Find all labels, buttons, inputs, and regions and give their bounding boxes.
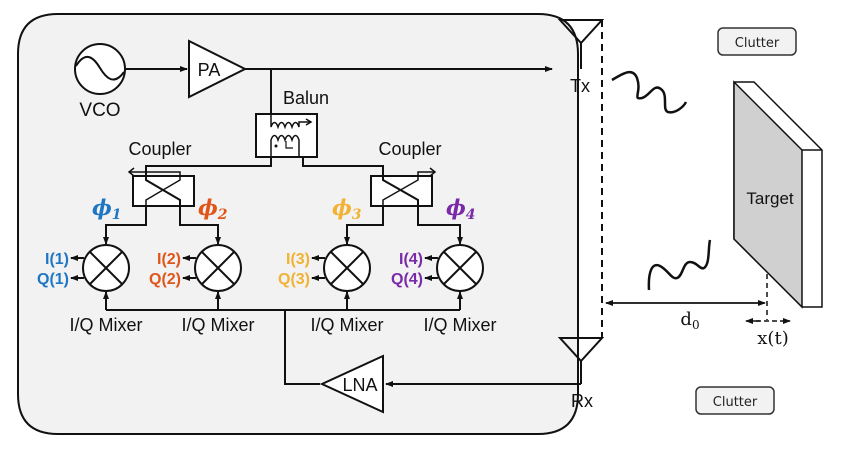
- i-output-label: I(1): [45, 251, 69, 268]
- pa-label: PA: [198, 60, 221, 80]
- chip-boundary: [17, 13, 579, 435]
- q-output-label: Q(1): [37, 271, 69, 288]
- phase-label-2: ϕ2: [198, 195, 228, 223]
- mixer-label-3: I/Q Mixer: [310, 315, 383, 335]
- phase-label-4: ϕ4: [446, 195, 476, 223]
- coupler-right-label: Coupler: [378, 139, 441, 159]
- iq-mixer-1: I(1) Q(1): [37, 244, 130, 292]
- i-output-label: I(4): [399, 251, 423, 268]
- pa-block: PA: [188, 39, 248, 99]
- target-label: Target: [746, 189, 794, 208]
- tx-antenna: Tx: [557, 19, 605, 96]
- clutter-top: Clutter: [717, 27, 797, 56]
- clutter-bottom-label: Clutter: [713, 395, 758, 410]
- rx-label: Rx: [571, 391, 593, 411]
- lna-block: LNA: [319, 354, 384, 414]
- lna-label: LNA: [342, 375, 377, 395]
- pa-amplifier-icon: [188, 39, 248, 99]
- coupler-left: Coupler: [127, 139, 195, 218]
- lna-amplifier-icon: [319, 354, 384, 414]
- tx-wave-icon: [611, 70, 688, 114]
- q-output-label: Q(3): [278, 271, 310, 288]
- i-output-label: I(2): [157, 251, 181, 268]
- balun-block: Balun: [255, 88, 329, 158]
- q-output-label: Q(4): [391, 271, 423, 288]
- balun-icon: [255, 113, 318, 158]
- tx-label: Tx: [570, 76, 590, 96]
- displacement-label: x(t): [757, 328, 788, 349]
- antenna-icon: [557, 337, 605, 363]
- coupler-icon: [370, 175, 433, 207]
- mixer-label-2: I/Q Mixer: [181, 315, 254, 335]
- phase-label-1: ϕ1: [92, 195, 122, 223]
- iq-mixer-2: I(2) Q(2): [149, 244, 242, 292]
- coupler-right: Coupler: [370, 139, 442, 218]
- phase-label-3: ϕ3: [332, 195, 362, 223]
- rx-wave-icon: [647, 239, 712, 291]
- rx-antenna: Rx: [557, 337, 605, 411]
- antenna-icon: [557, 19, 605, 45]
- target-object: Target: [733, 80, 823, 309]
- mixer-label-1: I/Q Mixer: [69, 315, 142, 335]
- clutter-bottom: Clutter: [695, 386, 775, 415]
- clutter-top-label: Clutter: [735, 36, 780, 51]
- vco-block: VCO: [74, 43, 126, 121]
- distance-label: d0: [680, 309, 699, 332]
- vco-label: VCO: [79, 100, 120, 121]
- i-output-label: I(3): [286, 251, 310, 268]
- mixer-label-4: I/Q Mixer: [423, 315, 496, 335]
- q-output-label: Q(2): [149, 271, 181, 288]
- balun-label: Balun: [283, 88, 329, 108]
- coupler-left-label: Coupler: [128, 139, 191, 159]
